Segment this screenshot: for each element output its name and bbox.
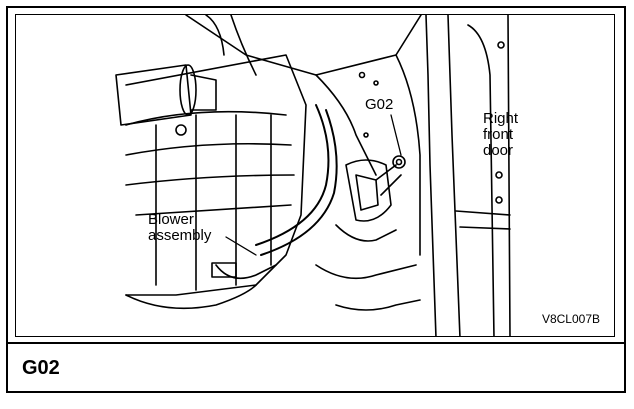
figure-frame: G02 Right front door Blower assembly V8C… — [6, 6, 626, 393]
blower-assembly-label: Blower assembly — [148, 212, 211, 244]
figure-code: V8CL007B — [541, 312, 600, 326]
door-label-line-3: door — [483, 142, 514, 159]
figure-caption: G02 — [22, 357, 60, 379]
door-label-line-2: front — [483, 126, 514, 143]
illustration-panel: G02 Right front door Blower assembly V8C… — [8, 8, 624, 344]
vehicle-interior-line-drawing — [115, 15, 511, 336]
door-label-line-1: Right — [483, 110, 519, 127]
illustration-border: G02 Right front door Blower assembly V8C… — [15, 14, 615, 337]
blower-label-line-1: Blower — [148, 211, 194, 228]
connector-g02-label: G02 — [365, 96, 394, 113]
right-front-door-label: Right front door — [483, 111, 518, 159]
blower-label-line-2: assembly — [148, 227, 212, 244]
